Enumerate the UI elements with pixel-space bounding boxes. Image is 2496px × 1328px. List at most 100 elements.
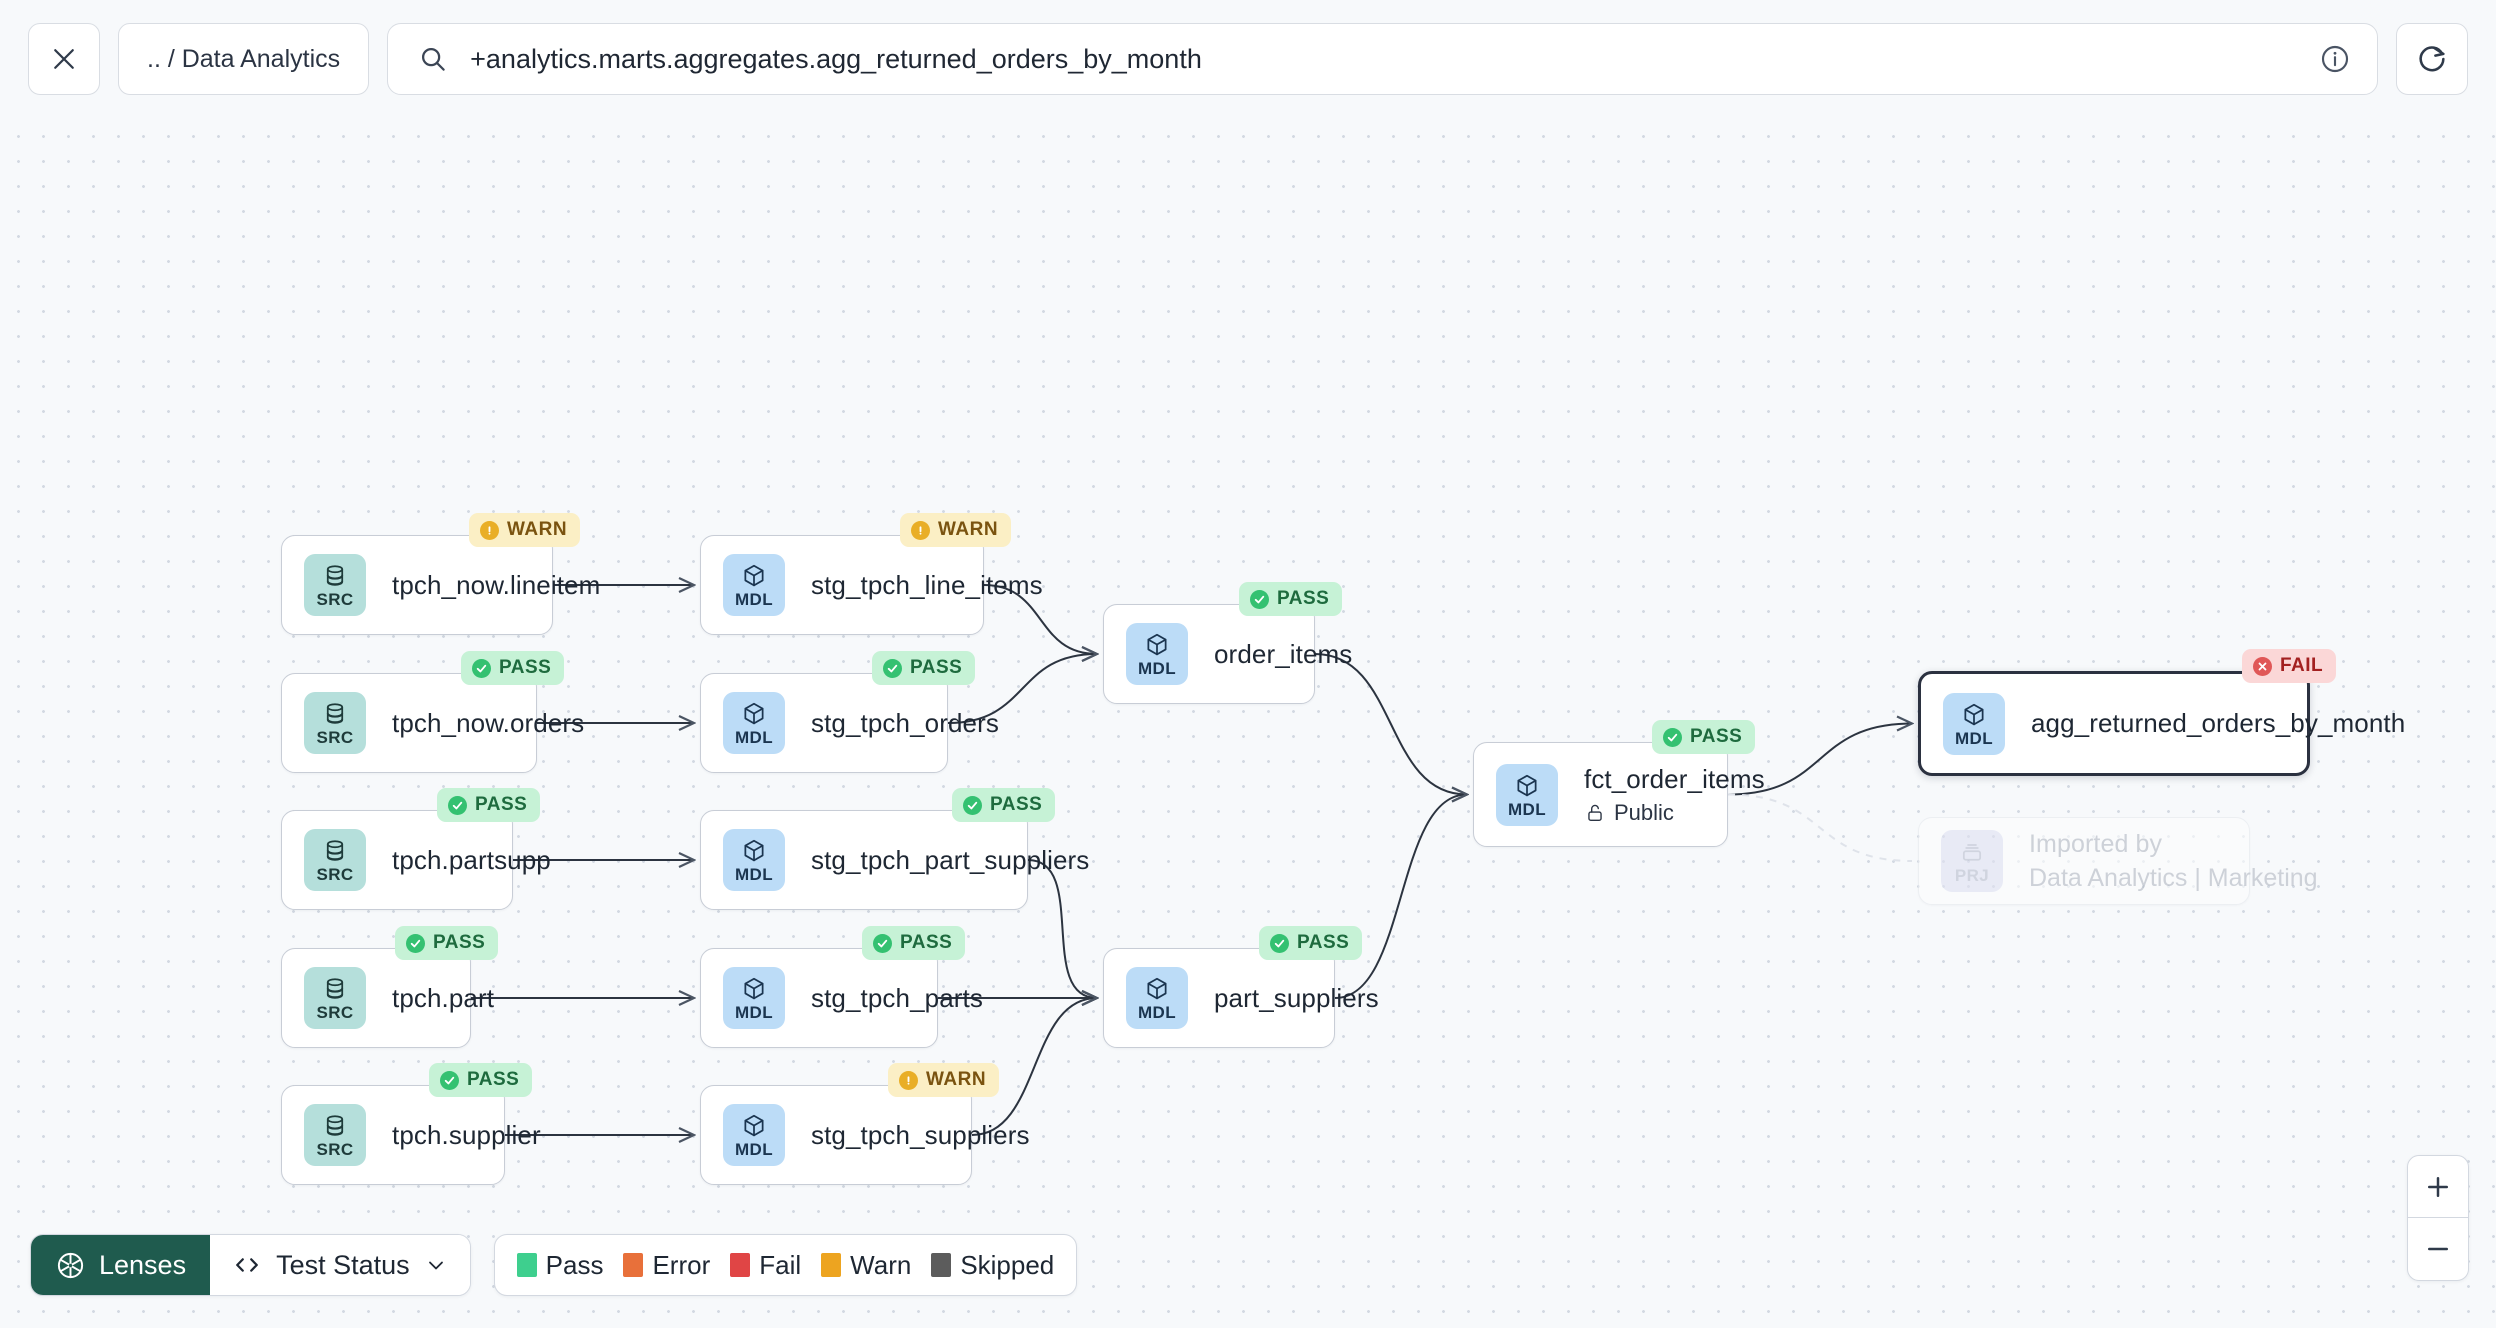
status-badge-pass[interactable]: PASS xyxy=(862,926,966,960)
status-badge-pass[interactable]: PASS xyxy=(1652,720,1756,754)
status-badge-label: WARN xyxy=(507,519,568,540)
node-subtitle-label: Data Analytics | Marketing xyxy=(2029,863,2318,892)
cube-icon xyxy=(744,839,764,862)
legend-item-error[interactable]: Error xyxy=(623,1250,710,1281)
status-badge-pass[interactable]: PASS xyxy=(429,1063,533,1097)
status-badge-pass[interactable]: PASS xyxy=(461,651,565,685)
test-status-dropdown[interactable]: Test Status xyxy=(210,1235,470,1295)
node-body: tpch.partsupp xyxy=(392,845,551,876)
legend-item-fail[interactable]: Fail xyxy=(730,1250,801,1281)
graph-node-tpch_partsupp[interactable]: SRC tpch.partsupp xyxy=(281,810,551,910)
node-body: tpch_now.lineitem xyxy=(392,570,600,601)
graph-node-tpch_now_orders[interactable]: SRC tpch_now.orders xyxy=(281,673,584,773)
status-dot-icon xyxy=(963,795,982,815)
close-button[interactable] xyxy=(28,23,100,95)
zoom-out-button[interactable] xyxy=(2408,1218,2468,1280)
status-badge-label: PASS xyxy=(900,932,953,953)
status-badge-label: PASS xyxy=(1690,726,1743,747)
status-badge-warn[interactable]: WARN xyxy=(888,1063,1000,1097)
bottom-toolbar: Lenses Test Status Pass Error Fail Warn Skip… xyxy=(30,1234,1078,1296)
graph-node-stg_tpch_parts[interactable]: MDL stg_tpch_parts xyxy=(700,948,983,1048)
legend-item-warn[interactable]: Warn xyxy=(821,1250,911,1281)
cube-icon xyxy=(1147,977,1167,1000)
edge-stg_tpch_orders-to-order_items xyxy=(947,654,1097,724)
lenses-button[interactable]: Lenses xyxy=(31,1235,211,1295)
status-dot-icon xyxy=(1270,933,1289,953)
status-badge-pass[interactable]: PASS xyxy=(872,651,976,685)
database-icon xyxy=(326,840,344,861)
node-type-label: MDL xyxy=(1137,1003,1177,1022)
node-body: tpch.part xyxy=(392,983,494,1014)
legend-swatch xyxy=(931,1253,952,1277)
search-field[interactable] xyxy=(387,23,2378,95)
status-badge-warn[interactable]: WARN xyxy=(900,513,1012,547)
graph-node-tpch_now_lineitem[interactable]: SRC tpch_now.lineitem xyxy=(281,535,600,635)
legend-item-skipped[interactable]: Skipped xyxy=(931,1250,1054,1281)
node-type-badge: MDL xyxy=(1496,763,1558,826)
node-type-label: MDL xyxy=(734,1003,774,1022)
node-name: tpch.supplier xyxy=(392,1119,541,1150)
status-badge-pass[interactable]: PASS xyxy=(1239,582,1343,616)
node-name: stg_tpch_suppliers xyxy=(811,1119,1030,1150)
node-type-badge: SRC xyxy=(304,829,366,891)
status-dot-icon xyxy=(406,933,425,953)
zoom-in-button[interactable] xyxy=(2408,1156,2468,1218)
node-type-label: MDL xyxy=(734,1140,774,1159)
node-type-label: MDL xyxy=(1507,799,1547,819)
refresh-button[interactable] xyxy=(2396,23,2468,95)
node-subtitle-label: Public xyxy=(1614,799,1674,825)
node-type-badge: MDL xyxy=(723,1104,785,1166)
node-name: order_items xyxy=(1214,638,1353,669)
node-type-badge: PRJ xyxy=(1941,830,2003,892)
legend-item-pass[interactable]: Pass xyxy=(516,1250,603,1281)
code-icon xyxy=(236,1258,258,1272)
project-icon xyxy=(1962,844,1982,861)
graph-node-tpch_supplier[interactable]: SRC tpch.supplier xyxy=(281,1085,541,1185)
legend-label: Skipped xyxy=(960,1249,1055,1280)
node-type-badge: MDL xyxy=(1943,692,2005,755)
search-icon xyxy=(422,47,445,71)
legend-label: Error xyxy=(652,1249,711,1280)
node-type-label: SRC xyxy=(316,1140,354,1159)
search-input[interactable] xyxy=(470,43,2297,75)
node-type-badge: MDL xyxy=(723,554,785,616)
status-badge-label: WARN xyxy=(938,519,999,540)
status-badge-label: PASS xyxy=(1277,588,1330,609)
status-badge-label: PASS xyxy=(433,932,486,953)
graph-node-stg_tpch_suppliers[interactable]: MDL stg_tpch_suppliers xyxy=(700,1085,1030,1185)
status-badge-warn[interactable]: WARN xyxy=(469,513,581,547)
node-body: stg_tpch_parts xyxy=(811,983,983,1014)
node-name: fct_order_items xyxy=(1584,763,1765,794)
node-name: tpch_now.orders xyxy=(392,707,585,738)
status-badge-label: PASS xyxy=(467,1069,520,1090)
breadcrumb[interactable]: .. / Data Analytics xyxy=(118,23,370,95)
status-badge-pass[interactable]: PASS xyxy=(437,788,541,822)
node-body: stg_tpch_line_items xyxy=(811,570,1043,601)
status-badge-pass[interactable]: PASS xyxy=(395,926,499,960)
status-legend: Pass Error Fail Warn Skipped xyxy=(493,1234,1078,1296)
edge-part_suppliers-to-fct_order_items xyxy=(1334,795,1467,999)
node-type-badge: MDL xyxy=(1126,967,1188,1029)
node-type-label: SRC xyxy=(316,728,354,747)
graph-node-stg_tpch_line_items[interactable]: MDL stg_tpch_line_items xyxy=(700,535,1043,635)
breadcrumb-label: .. / Data Analytics xyxy=(147,44,341,73)
status-badge-label: WARN xyxy=(926,1069,987,1090)
refresh-icon xyxy=(2419,46,2445,72)
node-type-label: SRC xyxy=(316,590,354,609)
status-badge-pass[interactable]: PASS xyxy=(1259,926,1363,960)
status-badge-fail[interactable]: FAIL xyxy=(2242,649,2337,683)
status-badge-pass[interactable]: PASS xyxy=(952,788,1056,822)
edge-fct_order_items-to-imported_by_prj xyxy=(1727,793,1913,862)
close-icon xyxy=(54,49,74,69)
info-icon[interactable] xyxy=(2319,43,2351,75)
node-body: order_items xyxy=(1214,639,1352,670)
